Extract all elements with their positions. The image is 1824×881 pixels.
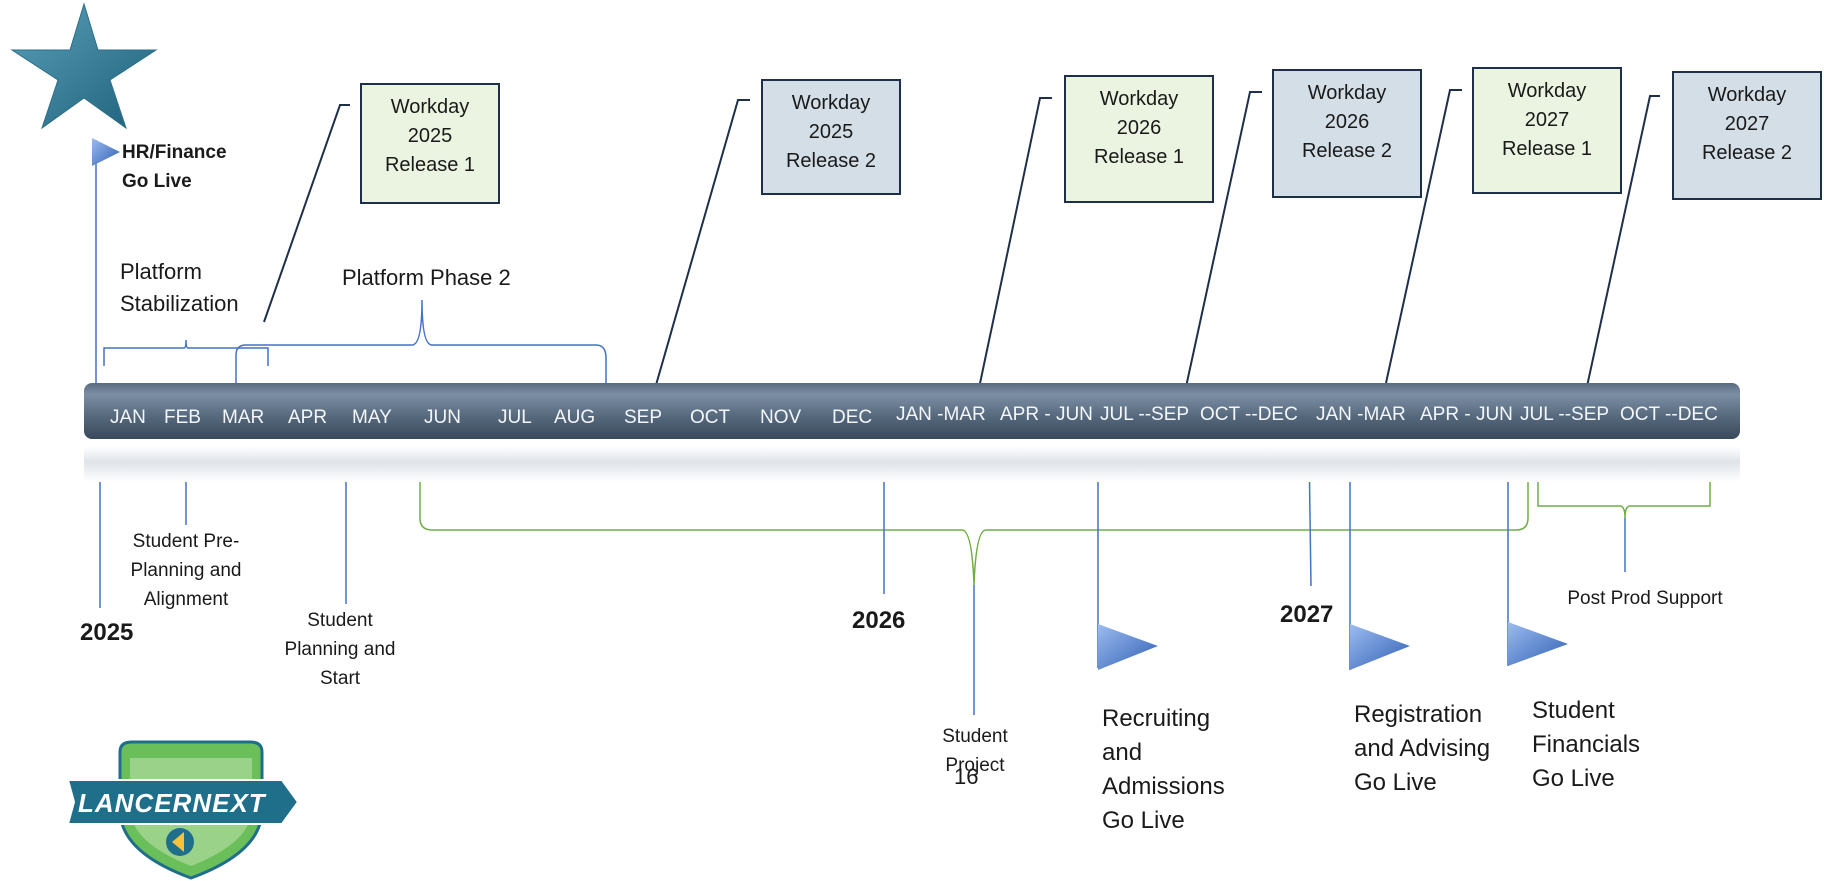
month-label: MAR: [222, 407, 265, 428]
month-label: JUL --SEP: [1100, 404, 1190, 425]
flag-icon: [1350, 624, 1410, 670]
page-number: 16: [954, 764, 979, 789]
month-label: OCT --DEC: [1620, 404, 1718, 425]
month-label: APR - JUN: [1000, 404, 1093, 425]
flag-icon: [1508, 622, 1568, 666]
month-label: JUN: [424, 407, 461, 428]
month-label: DEC: [832, 407, 873, 428]
logo-text: LANCERNEXT: [78, 788, 266, 818]
flag-icon: [92, 138, 120, 166]
star-icon: [10, 2, 158, 130]
year-label: 2027: [1280, 601, 1334, 628]
month-label: JUL --SEP: [1520, 404, 1610, 425]
month-label: SEP: [624, 407, 663, 428]
year-label: 2026: [852, 607, 906, 634]
month-label: JAN -MAR: [896, 404, 986, 425]
month-label: JUL: [498, 407, 532, 428]
month-label: FEB: [164, 407, 201, 428]
month-label: NOV: [760, 407, 802, 428]
platform-stabilization-label: Platform Stabilization: [120, 259, 239, 316]
student-financials-go-live-label: Student Financials Go Live: [1532, 697, 1641, 792]
student-preplanning-label: Student Pre- Planning and Alignment: [130, 531, 242, 610]
hr-finance-go-live-label: HR/Finance Go Live: [122, 142, 227, 192]
month-label: MAY: [352, 407, 392, 428]
month-label: OCT --DEC: [1200, 404, 1298, 425]
timeline-bar: [84, 383, 1740, 439]
flag-icon: [1098, 624, 1158, 670]
month-label: APR: [288, 407, 328, 428]
registration-advising-go-live-label: Registration and Advising Go Live: [1354, 701, 1491, 796]
month-label: AUG: [554, 407, 596, 428]
recruiting-admissions-go-live-label: Recruiting and Admissions Go Live: [1102, 705, 1225, 834]
platform-phase2-label: Platform Phase 2: [342, 265, 511, 290]
student-project-label: Student Project: [942, 726, 1008, 776]
month-label: JAN -MAR: [1316, 404, 1406, 425]
timeline-reflection: [84, 446, 1740, 482]
month-label: OCT: [690, 407, 731, 428]
lancernext-logo: [66, 740, 300, 880]
post-prod-support-label: Post Prod Support: [1567, 588, 1723, 609]
month-label: JAN: [110, 407, 146, 428]
month-label: APR - JUN: [1420, 404, 1513, 425]
year-label: 2025: [80, 619, 134, 646]
student-planning-label: Student Planning and Start: [284, 610, 396, 689]
